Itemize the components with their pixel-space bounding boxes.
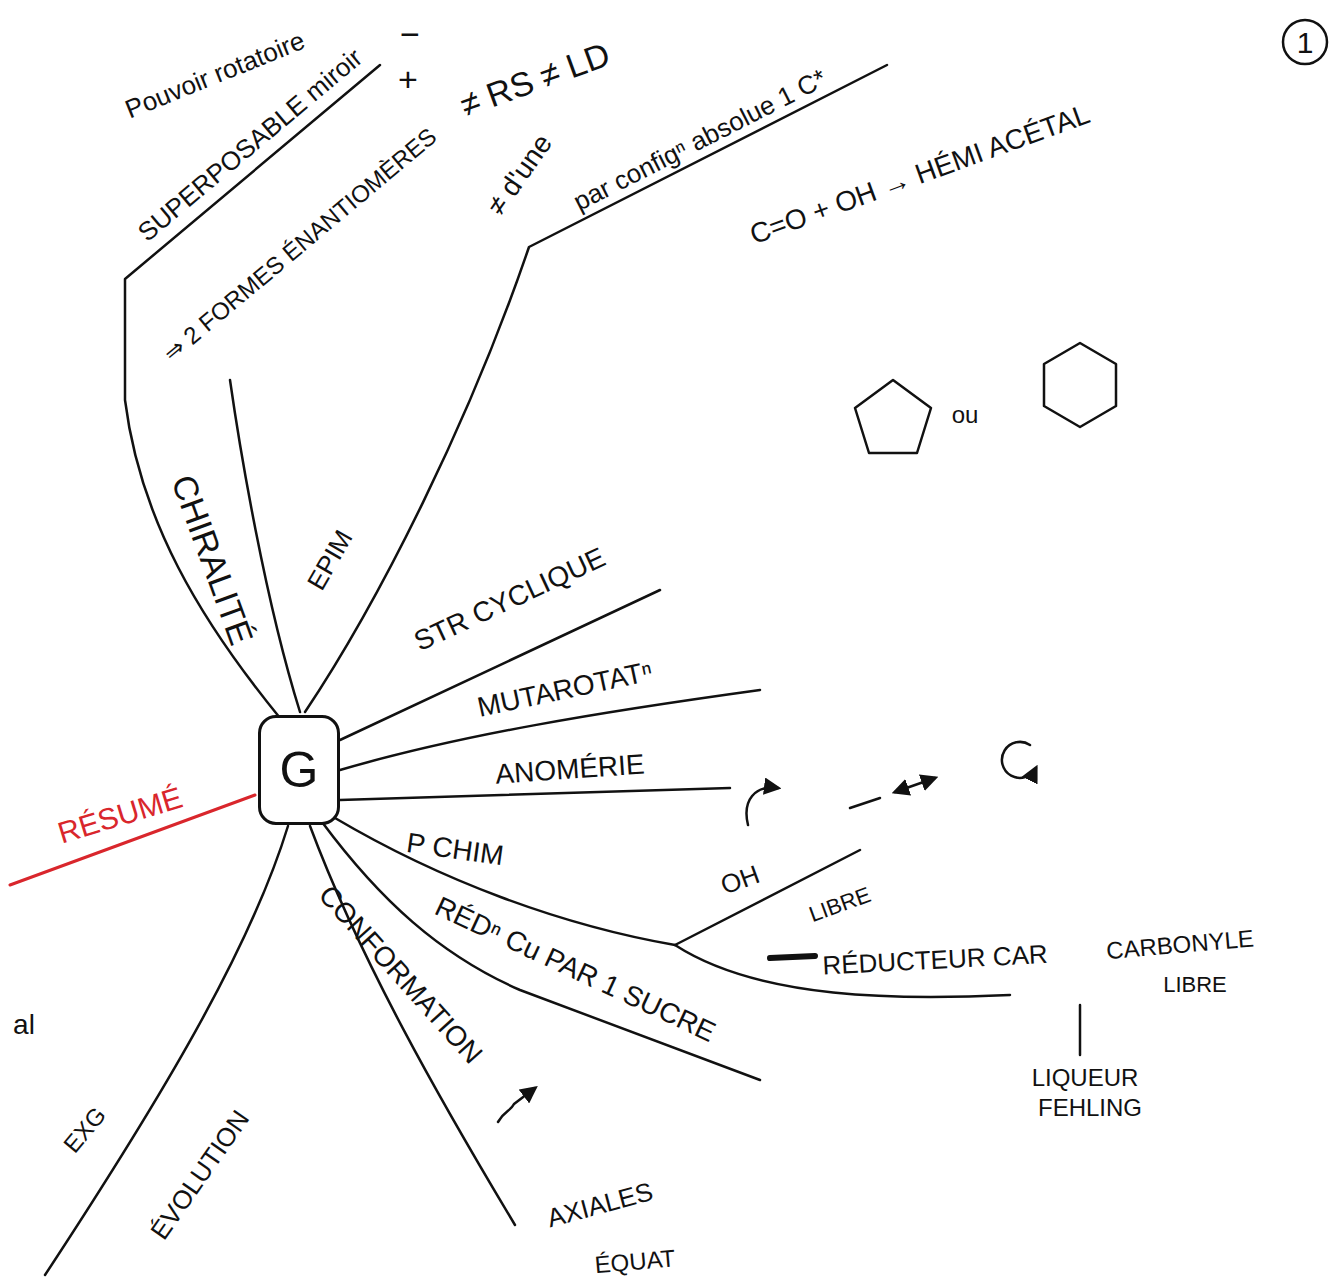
note-text: RÉDUCTEUR CAR — [822, 940, 1049, 980]
fehling-stem — [1079, 1005, 1082, 1055]
evolution-branch — [45, 826, 288, 1275]
dash-mark — [850, 798, 880, 808]
note-text: ÉQUAT — [594, 1245, 677, 1278]
bold-dash — [770, 956, 815, 958]
hexagon-ring — [1044, 343, 1116, 427]
pentagon-ring — [855, 380, 931, 453]
summary-title: RÉSUMÉ — [54, 780, 186, 849]
note-text: ≠ RS ≠ LD — [455, 36, 615, 125]
branch-label: P CHIM — [405, 828, 506, 872]
note-text: LIQUEUR — [1032, 1065, 1139, 1091]
note-text: AXIALES — [544, 1177, 656, 1233]
page-number-circle — [1283, 20, 1327, 64]
branch-label: ÉVOLUTION — [145, 1105, 255, 1244]
conformation-branch — [310, 826, 515, 1225]
page-number: 1 — [1297, 26, 1314, 59]
branch-label: CHIRALITÉ — [164, 470, 260, 650]
note-text: ≠ d'une — [481, 129, 558, 221]
branch-label: RÉDⁿ Cu PAR 1 SUCRE — [430, 892, 720, 1049]
branch-label: ANOMÉRIE — [494, 749, 645, 790]
curved-arrow — [747, 788, 778, 825]
branch-label: MUTAROTATⁿ — [475, 656, 656, 723]
anomery-branch — [340, 788, 730, 800]
sign-mark: − — [400, 16, 420, 53]
center-letter: G — [280, 745, 319, 795]
note-text: par configⁿ absolue 1 C* — [569, 64, 831, 216]
up-arrow — [498, 1088, 535, 1122]
double-arrow — [895, 778, 935, 792]
note-text: CARBONYLE — [1105, 925, 1255, 964]
note-text: OH — [717, 860, 763, 900]
note-text: LIBRE — [806, 883, 874, 927]
note-text: C=O + OH → HÉMI ACÉTAL — [746, 99, 1094, 251]
chirality-branch — [125, 65, 380, 718]
sign-mark: + — [398, 61, 418, 98]
branch-label: EXG — [59, 1102, 112, 1158]
note-text: ou — [952, 402, 979, 428]
rotation-arrow — [1002, 742, 1036, 778]
branch-label: EPIM — [302, 525, 359, 594]
note-text: LIBRE — [1163, 973, 1227, 997]
note-text: FEHLING — [1038, 1095, 1142, 1121]
enantiomer-branch — [230, 380, 300, 712]
margin-fragment: al — [13, 1010, 35, 1041]
note-text: ⇒ 2 FORMES ÉNANTIOMÈRES — [158, 123, 442, 367]
center-box: G — [258, 715, 340, 825]
branch-label: STR CYCLIQUE — [410, 542, 611, 657]
